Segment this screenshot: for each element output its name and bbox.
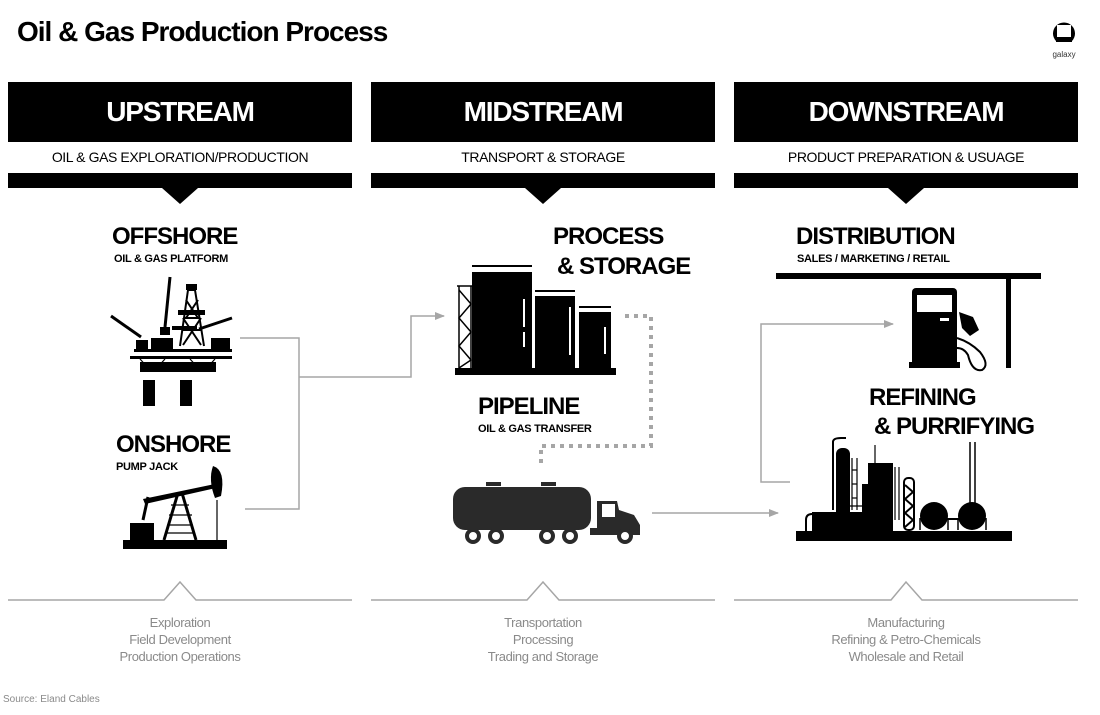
upstream-header: UPSTREAM [8,82,352,142]
upstream-pointer-icon [162,188,198,204]
process-storage-title-line2: & STORAGE [557,253,691,280]
midstream-subtitle: TRANSPORT & STORAGE [461,149,625,165]
activity-item: Trading and Storage [487,649,599,664]
midstream-activities: Transportation Processing Trading and St… [371,614,715,665]
distribution-title: DISTRIBUTION [796,223,956,250]
bottom-separators [8,580,1078,601]
activity-item: Wholesale and Retail [848,649,964,664]
downstream-bar [734,173,1078,188]
activity-item: Exploration [149,615,211,630]
refinery-icon [796,437,1012,541]
upstream-activities: Exploration Field Development Production… [8,614,352,665]
tanker-truck-icon [453,482,640,544]
galaxy-logo-icon [1053,22,1075,42]
midstream-separator [371,580,715,601]
process-storage-title-line1: PROCESS [553,223,664,250]
activity-item: Processing [512,632,574,647]
logo-text: galaxy [1052,50,1076,59]
downstream-pointer-icon [888,188,924,204]
downstream-separator [734,580,1078,601]
downstream-header: DOWNSTREAM [734,82,1078,142]
upstream-subtitle: OIL & GAS EXPLORATION/PRODUCTION [51,149,309,165]
offshore-title: OFFSHORE [112,223,238,250]
pipeline-subtitle: OIL & GAS TRANSFER [478,423,592,435]
downstream-subtitle: PRODUCT PREPARATION & USUAGE [787,149,1025,165]
distribution-subtitle: SALES / MARKETING / RETAIL [797,253,950,265]
upstream-bar [8,173,352,188]
activity-item: Production Operations [119,649,241,664]
activity-item: Field Development [129,632,231,647]
activity-item: Refining & Petro-Chemicals [831,632,981,647]
refining-title-line2: & PURRIFYING [874,413,1035,440]
refinery-to-distribution-connector [760,320,894,483]
refining-title-line1: REFINING [869,384,977,411]
midstream-header: MIDSTREAM [371,82,715,142]
midstream-bar [371,173,715,188]
oil-platform-icon [110,276,233,406]
offshore-subtitle: OIL & GAS PLATFORM [114,253,228,265]
upstream-to-midstream-connector [240,312,445,510]
midstream-pointer-icon [525,188,561,204]
page-title: Oil & Gas Production Process [17,16,388,47]
pipeline-title: PIPELINE [478,393,580,420]
activity-item: Manufacturing [867,615,945,630]
storage-to-pipeline-dotted-connector [539,314,653,464]
onshore-subtitle: PUMP JACK [116,461,178,473]
activity-item: Transportation [504,615,582,630]
upstream-separator [8,580,352,601]
storage-tanks-icon [455,265,616,375]
onshore-title: ONSHORE [116,431,231,458]
fuel-pump-icon [776,273,1041,372]
downstream-activities: Manufacturing Refining & Petro-Chemicals… [734,614,1078,665]
brand-logo: galaxy [1046,20,1082,59]
pump-jack-icon [123,466,227,549]
source-note: Source: Eland Cables [3,694,100,705]
